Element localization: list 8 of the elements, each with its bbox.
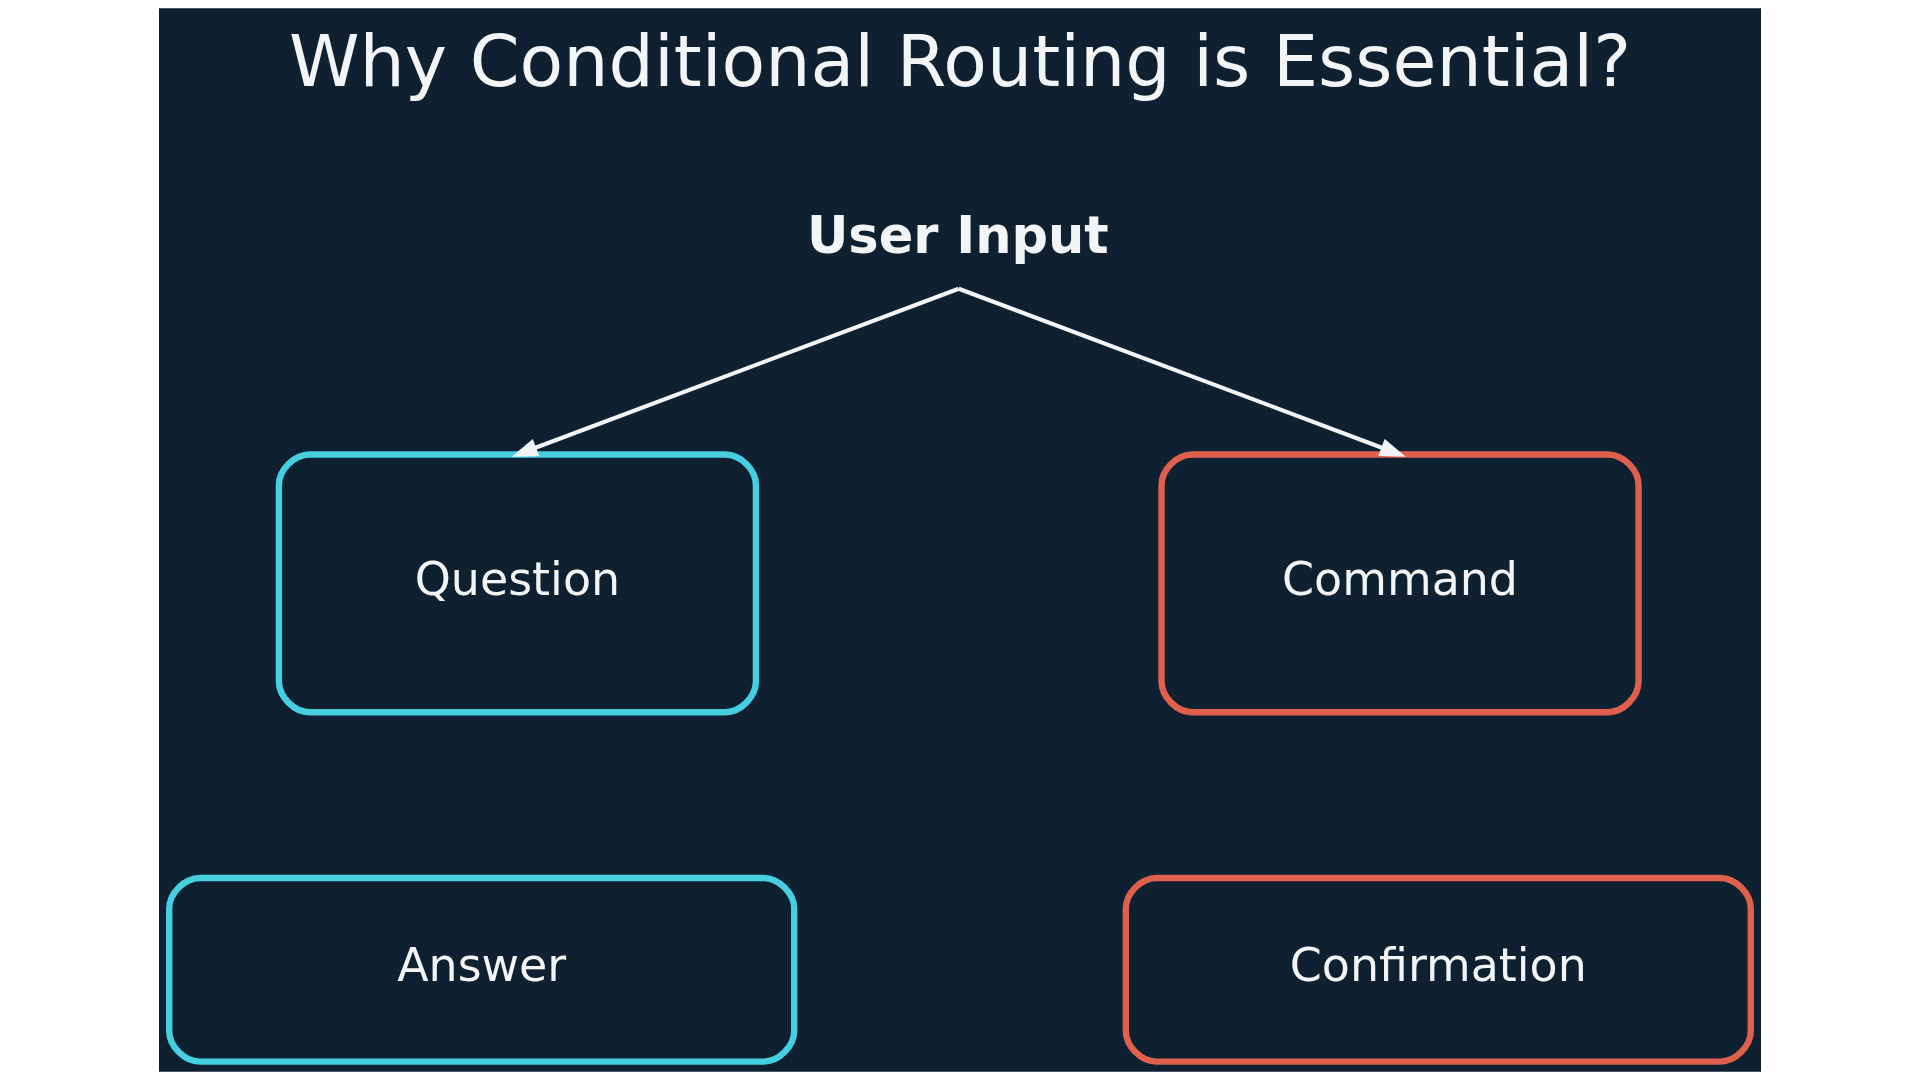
arrow — [511, 286, 960, 457]
arrow — [958, 286, 1406, 457]
node-box: Answer — [166, 874, 798, 1065]
node-box: Confirmation — [1122, 874, 1754, 1065]
node-box: Command — [1158, 451, 1642, 716]
node-text: User Input — [806, 206, 1109, 266]
diagram-title: Why Conditional Routing is Essential? — [288, 19, 1632, 103]
node-box: Question — [275, 451, 760, 716]
